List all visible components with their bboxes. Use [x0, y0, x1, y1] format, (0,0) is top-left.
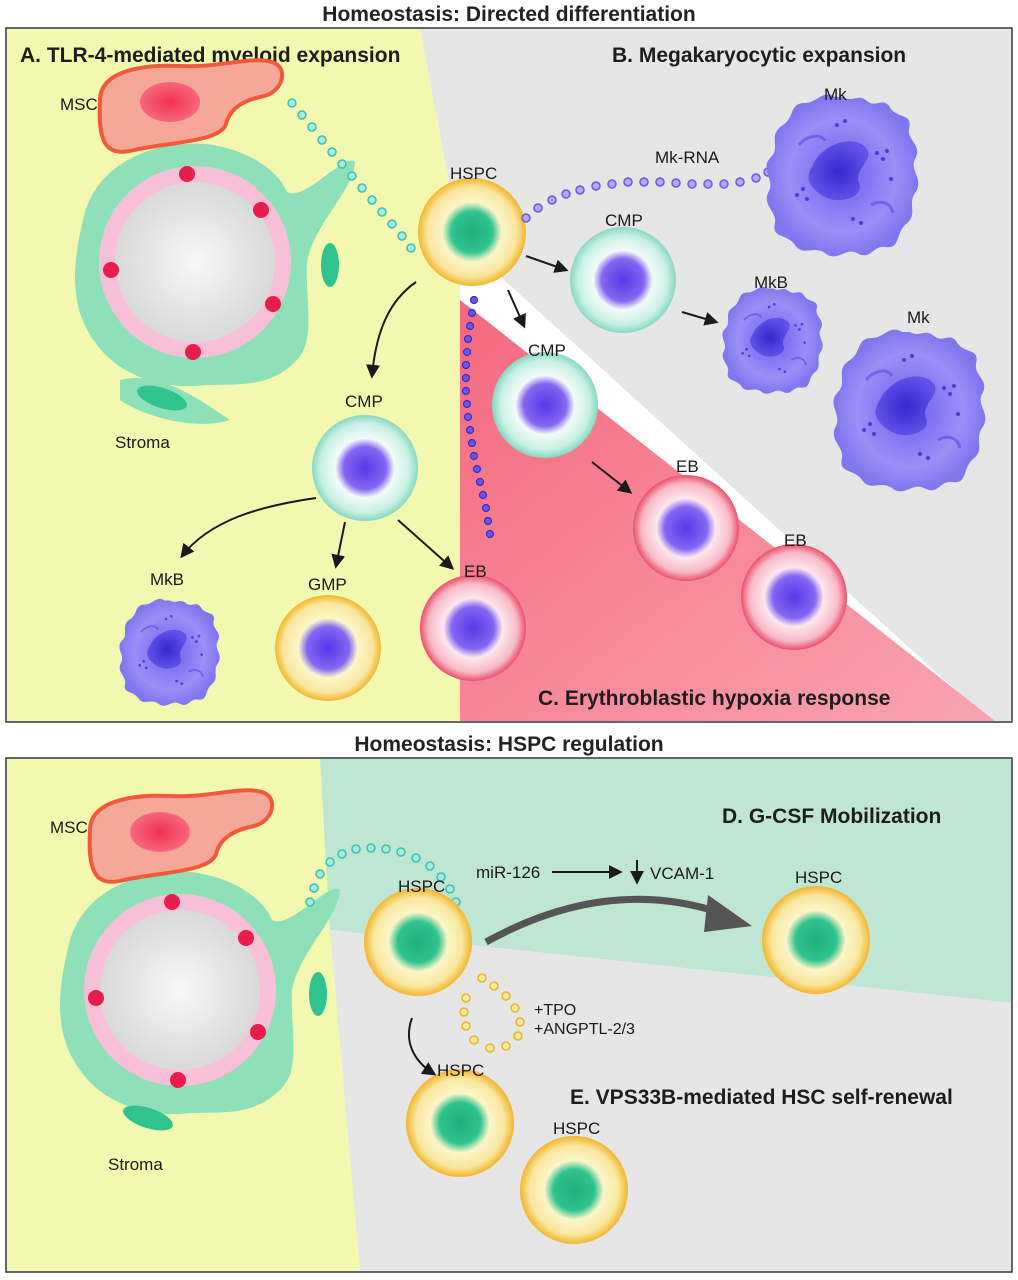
stroma-nucleus-icon — [309, 972, 327, 1016]
hspc-cell-icon — [418, 178, 526, 286]
mk-rna-label: Mk-RNA — [655, 148, 720, 167]
stroma-nucleus-icon — [321, 243, 339, 287]
megakaryocyte-icon — [831, 328, 987, 493]
msc-label: MSC — [50, 818, 88, 837]
megakaryocyte-icon — [764, 93, 920, 258]
eb-cell-icon — [420, 575, 526, 681]
cmp-label: CMP — [605, 211, 643, 230]
section-title-top: Homeostasis: Directed differentiation — [322, 3, 695, 26]
arrow-icon — [180, 255, 719, 570]
hspc-label: HSPC — [450, 164, 497, 183]
cmp-cell-icon — [570, 227, 676, 333]
mkb-label: MkB — [754, 273, 788, 292]
eb-cell-icon — [741, 544, 847, 650]
eb-cell-icon — [633, 475, 739, 581]
grey-region — [330, 930, 1011, 1271]
purple-dots-vertical — [461, 295, 495, 539]
tpo-label: +TPO — [534, 1002, 576, 1019]
msc-label: MSC — [60, 95, 98, 114]
mk-label: Mk — [824, 85, 847, 104]
mk-label: Mk — [907, 308, 930, 327]
stroma-label: Stroma — [115, 433, 170, 452]
megakaryoblast-icon — [118, 597, 221, 707]
hspc-label: HSPC — [795, 868, 842, 887]
gmp-cell-icon — [275, 595, 381, 701]
mk-rna-dots — [521, 167, 773, 223]
mkb-label: MkB — [150, 570, 184, 589]
megakaryoblast-icon — [721, 285, 824, 395]
panel-a-title: A. TLR-4-mediated myeloid expansion — [20, 44, 400, 67]
hspc-cell-icon — [406, 1069, 514, 1177]
gmp-label: GMP — [308, 575, 347, 594]
cmp-cell-icon — [492, 352, 598, 458]
eb-label: EB — [676, 457, 699, 476]
mobilization-arrow-icon — [484, 895, 726, 946]
cmp-label: CMP — [345, 392, 383, 411]
panel-d-title: D. G-CSF Mobilization — [722, 805, 941, 828]
panel-b-title: B. Megakaryocytic expansion — [612, 44, 906, 67]
cmp-label: CMP — [528, 341, 566, 360]
panel-c-title: C. Erythroblastic hypoxia response — [538, 687, 890, 710]
hspc-label: HSPC — [553, 1119, 600, 1138]
hspc-cell-icon — [762, 886, 870, 994]
cmp-cell-icon — [312, 415, 418, 521]
hspc-cell-icon — [364, 888, 472, 996]
signal-dots-cyan — [287, 98, 416, 253]
stroma-nucleus-icon — [123, 1105, 173, 1131]
stroma-label: Stroma — [108, 1155, 163, 1174]
signal-dots-yellow — [459, 973, 525, 1053]
arrow-icon — [408, 860, 644, 1076]
hspc-label: HSPC — [398, 877, 445, 896]
stroma-nucleus-icon — [137, 385, 187, 411]
section-title-bottom: Homeostasis: HSPC regulation — [354, 733, 663, 756]
mir126-label: miR-126 — [476, 863, 540, 882]
vcam-label: VCAM-1 — [650, 864, 714, 883]
hspc-label: HSPC — [437, 1061, 484, 1080]
hspc-cell-icon — [520, 1136, 628, 1244]
eb-label: EB — [784, 531, 807, 550]
arrow-head-icon — [704, 895, 752, 932]
angptl-label: +ANGPTL-2/3 — [534, 1021, 635, 1038]
eb-label: EB — [464, 562, 487, 581]
panel-e-title: E. VPS33B-mediated HSC self-renewal — [570, 1086, 953, 1109]
